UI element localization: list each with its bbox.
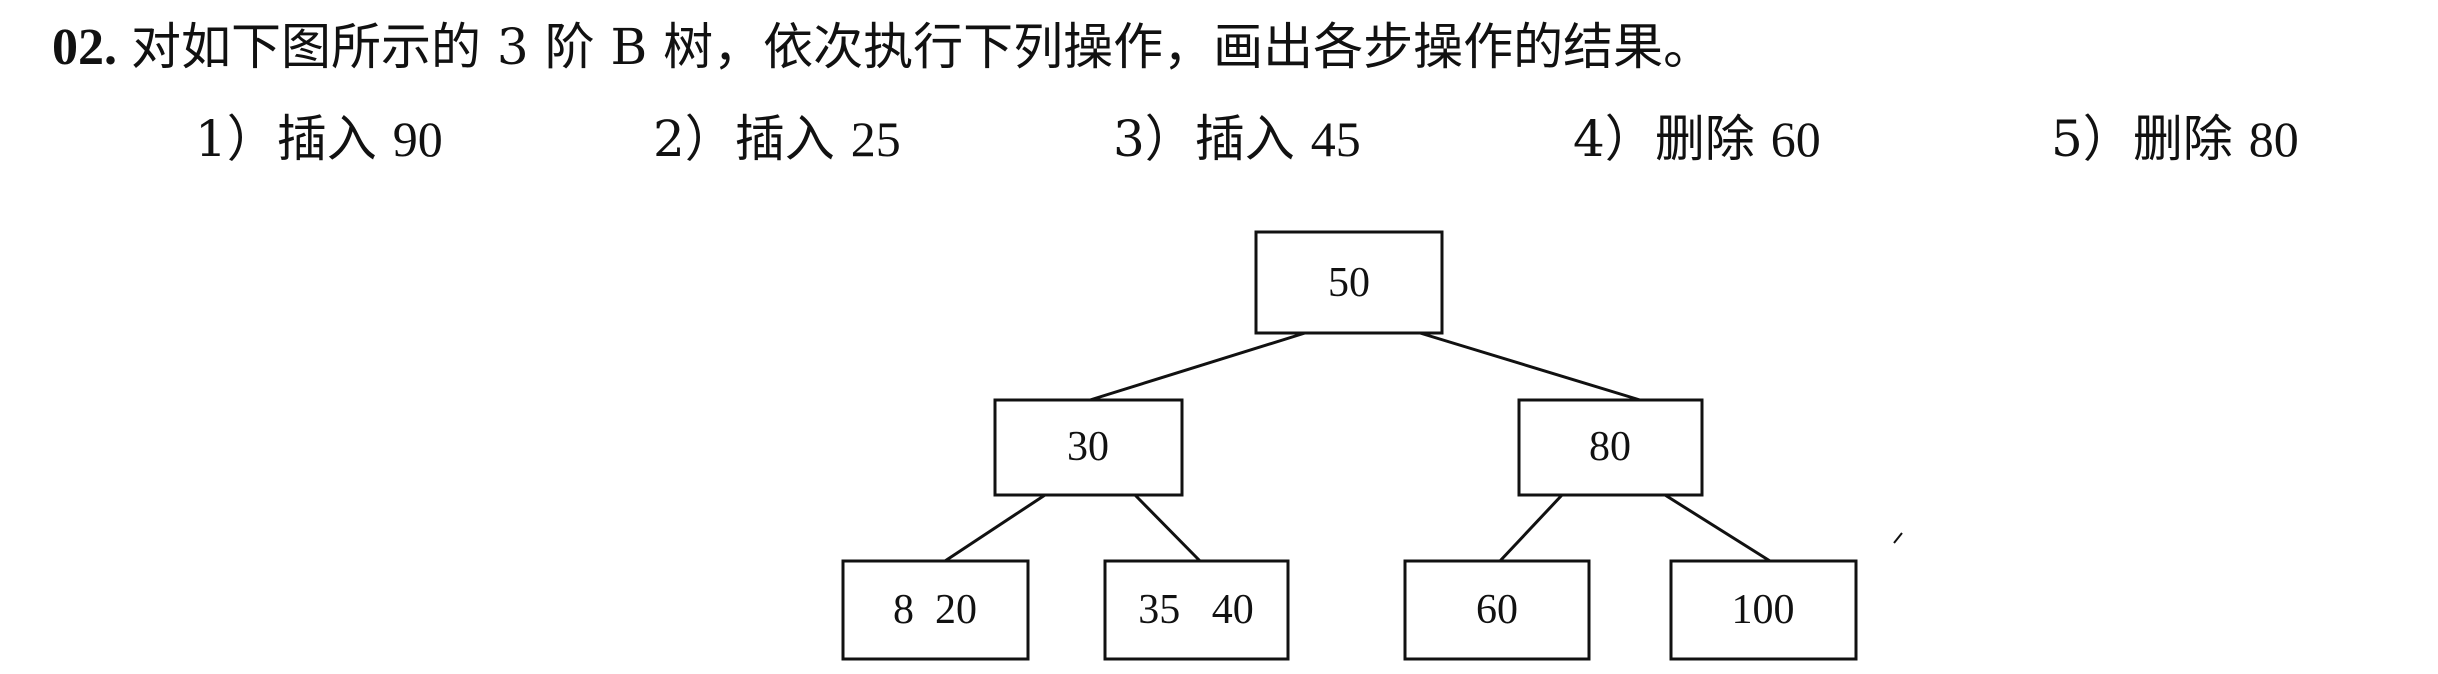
edge-left-to-leaf-1 <box>944 493 1046 563</box>
btree-leaf-node-3: 60 <box>1403 559 1591 661</box>
operation-value: 45 <box>1310 111 1361 167</box>
question-line: 02.对如下图所示的 3 阶 B 树，依次执行下列操作，画出各步操作的结果。 <box>52 14 1713 80</box>
btree-leaf-node-1: 8 20 <box>841 559 1030 661</box>
node-keys: 80 <box>1589 424 1631 470</box>
operation-action: 插入 <box>276 110 377 168</box>
stray-mark <box>1893 532 1903 544</box>
operation-index: 1） <box>195 110 277 168</box>
operation-item-3: 3）插入 45 <box>1113 106 1361 172</box>
operation-action: 删除 <box>1654 110 1755 168</box>
operation-action: 插入 <box>1194 110 1295 168</box>
node-keys: 100 <box>1732 587 1795 633</box>
btree-leaf-node-4: 100 <box>1669 559 1858 661</box>
node-keys: 60 <box>1476 587 1518 633</box>
edge-right-to-leaf-4 <box>1664 493 1771 563</box>
btree-root-node: 50 <box>1254 230 1444 335</box>
btree-leaf-node-2: 35 40 <box>1103 559 1290 661</box>
operation-index: 5） <box>2051 110 2133 168</box>
operation-item-2: 2）插入 25 <box>653 106 901 172</box>
operation-item-4: 4）删除 60 <box>1573 106 1821 172</box>
node-keys: 8 20 <box>893 587 977 633</box>
operation-index: 3） <box>1113 110 1195 168</box>
node-keys: 35 40 <box>1138 587 1254 633</box>
question-text: 对如下图所示的 3 阶 B 树，依次执行下列操作，画出各步操作的结果。 <box>131 18 1714 76</box>
edge-root-to-right <box>1419 331 1641 402</box>
operation-item-5: 5）删除 80 <box>2051 106 2299 172</box>
node-keys: 30 <box>1067 424 1109 470</box>
btree-internal-node-left: 30 <box>993 398 1184 497</box>
operation-index: 4） <box>1573 110 1655 168</box>
edge-root-to-left <box>1089 331 1306 402</box>
operation-value: 60 <box>1770 111 1821 167</box>
edge-left-to-leaf-2 <box>1133 493 1202 563</box>
operation-value: 80 <box>2248 111 2299 167</box>
operation-item-1: 1）插入 90 <box>195 106 443 172</box>
edge-right-to-leaf-3 <box>1498 493 1564 563</box>
node-keys: 50 <box>1328 260 1370 306</box>
btree-internal-node-right: 80 <box>1517 398 1704 497</box>
operation-action: 删除 <box>2132 110 2233 168</box>
operation-value: 90 <box>392 111 443 167</box>
operation-action: 插入 <box>734 110 835 168</box>
question-number: 02. <box>52 19 117 76</box>
operation-value: 25 <box>850 111 901 167</box>
operation-index: 2） <box>653 110 735 168</box>
